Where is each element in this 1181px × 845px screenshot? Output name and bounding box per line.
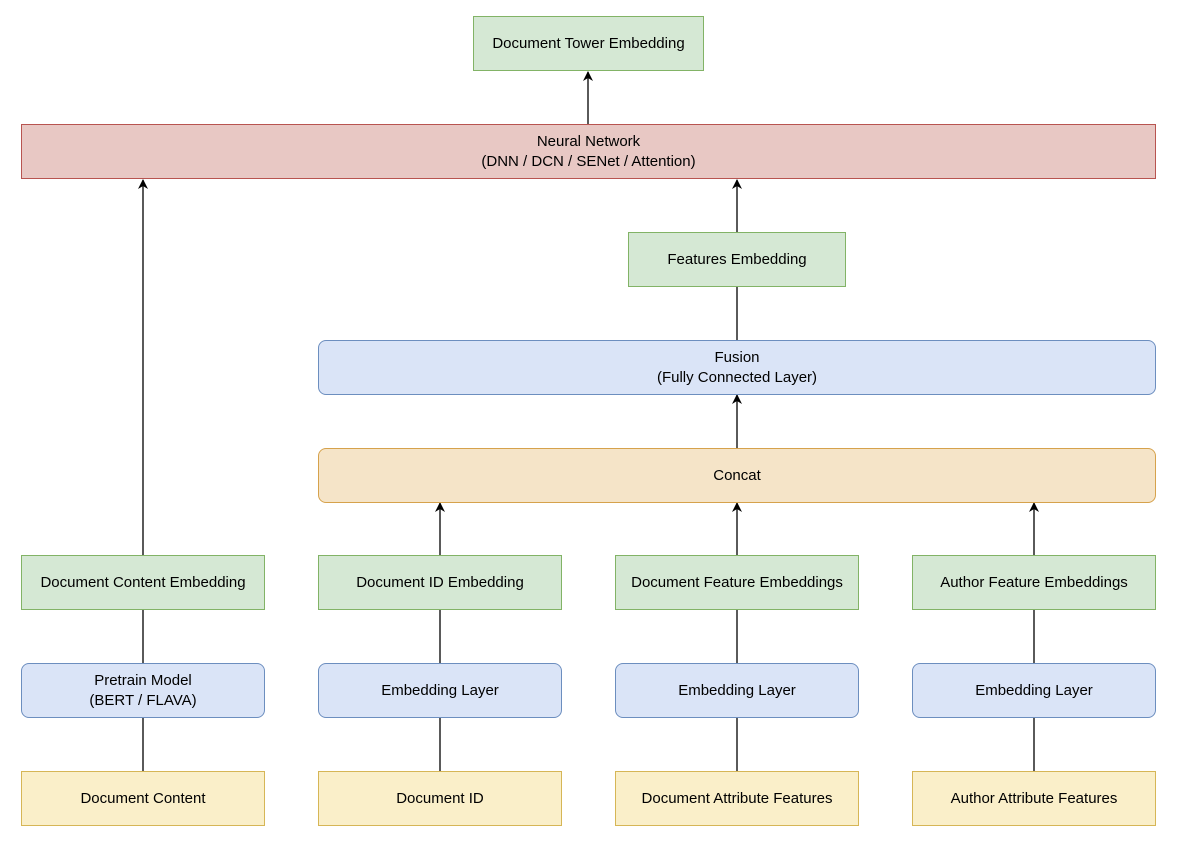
neural-network-variants: (DNN / DCN / SENet / Attention) — [481, 152, 696, 170]
embedding-layer-author-label: Embedding Layer — [975, 681, 1093, 699]
pretrain-model-variants: (BERT / FLAVA) — [89, 691, 197, 709]
document-attribute-features-label: Document Attribute Features — [641, 789, 833, 807]
fusion-node: Fusion (Fully Connected Layer) — [318, 340, 1156, 395]
embedding-layer-docattr-label: Embedding Layer — [678, 681, 796, 699]
document-content-embedding-node: Document Content Embedding — [21, 555, 265, 610]
document-id-embedding-node: Document ID Embedding — [318, 555, 562, 610]
document-content-label: Document Content — [80, 789, 206, 807]
author-feature-embeddings-node: Author Feature Embeddings — [912, 555, 1156, 610]
neural-network-node: Neural Network (DNN / DCN / SENet / Atte… — [21, 124, 1156, 179]
embedding-layer-docattr-node: Embedding Layer — [615, 663, 859, 718]
author-feature-embeddings-label: Author Feature Embeddings — [940, 573, 1128, 591]
embedding-layer-docid-label: Embedding Layer — [381, 681, 499, 699]
author-attribute-features-node: Author Attribute Features — [912, 771, 1156, 826]
document-content-node: Document Content — [21, 771, 265, 826]
pretrain-model-node: Pretrain Model (BERT / FLAVA) — [21, 663, 265, 718]
author-attribute-features-label: Author Attribute Features — [950, 789, 1118, 807]
document-feature-embeddings-node: Document Feature Embeddings — [615, 555, 859, 610]
document-id-node: Document ID — [318, 771, 562, 826]
document-feature-embeddings-label: Document Feature Embeddings — [631, 573, 843, 591]
embedding-layer-author-node: Embedding Layer — [912, 663, 1156, 718]
document-attribute-features-node: Document Attribute Features — [615, 771, 859, 826]
neural-network-title: Neural Network — [536, 132, 641, 150]
fusion-title: Fusion — [714, 348, 760, 366]
document-content-embedding-label: Document Content Embedding — [40, 573, 246, 591]
embedding-layer-docid-node: Embedding Layer — [318, 663, 562, 718]
document-id-label: Document ID — [396, 789, 484, 807]
document-id-embedding-label: Document ID Embedding — [356, 573, 524, 591]
pretrain-model-title: Pretrain Model — [94, 671, 192, 689]
features-embedding-node: Features Embedding — [628, 232, 846, 287]
features-embedding-label: Features Embedding — [667, 250, 807, 268]
document-tower-embedding-label: Document Tower Embedding — [492, 34, 685, 52]
concat-label: Concat — [713, 466, 761, 484]
document-tower-embedding-node: Document Tower Embedding — [473, 16, 704, 71]
concat-node: Concat — [318, 448, 1156, 503]
fusion-detail: (Fully Connected Layer) — [656, 368, 818, 386]
